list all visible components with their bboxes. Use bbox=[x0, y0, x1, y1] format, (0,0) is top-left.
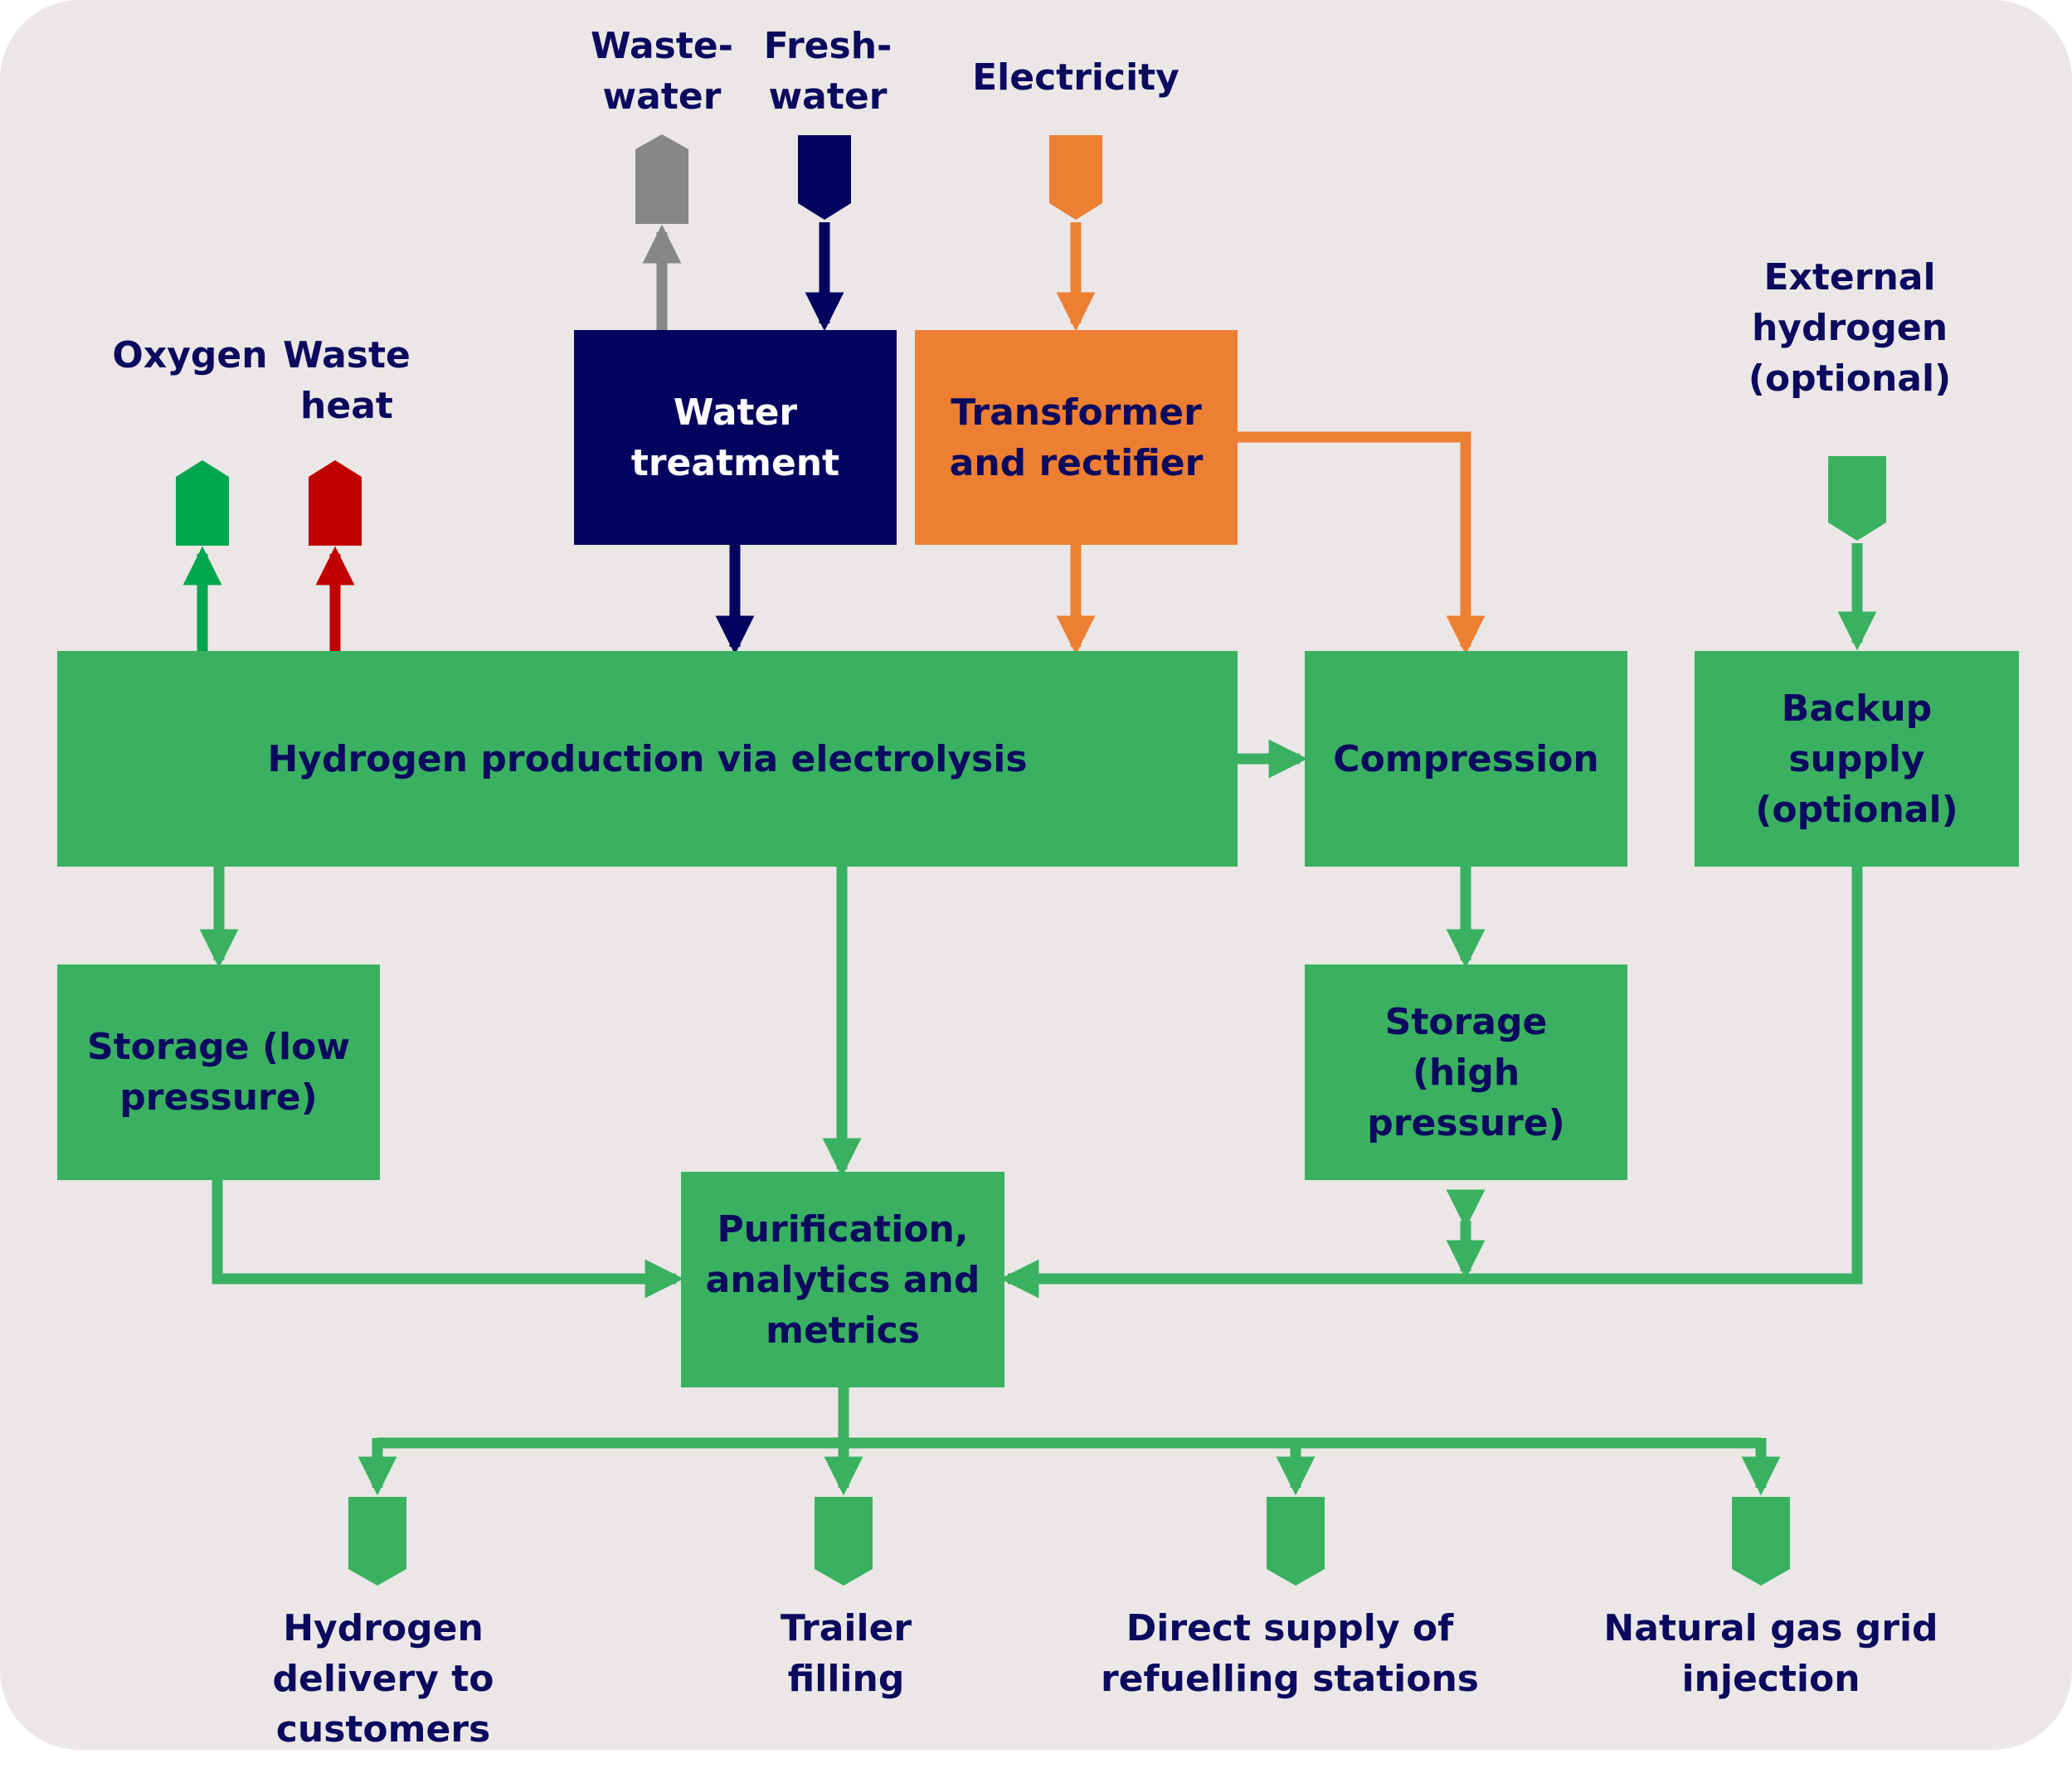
grid-label: Natural gas grid injection bbox=[1603, 1607, 1938, 1700]
storage-low-pressure-box: Storage (low pressure) bbox=[57, 964, 380, 1180]
compression-box: Compression bbox=[1305, 651, 1627, 867]
backup-to-purification-arrow bbox=[1000, 867, 1863, 1299]
refuelling-label: Direct supply of refuelling stations bbox=[1100, 1607, 1479, 1700]
refuelling-tag-icon bbox=[1267, 1497, 1325, 1586]
external-hydrogen-tag-icon bbox=[1828, 456, 1886, 541]
wastewater-tag-icon bbox=[635, 134, 688, 224]
waste-heat-tag-icon bbox=[309, 460, 362, 546]
grid-tag-icon bbox=[1732, 1497, 1790, 1586]
backup-supply-box: Backup supply (optional) bbox=[1695, 651, 2019, 867]
trailer-tag-icon bbox=[815, 1497, 873, 1586]
distribution-trunk bbox=[377, 1387, 1761, 1449]
freshwater-label: Fresh- water bbox=[763, 25, 893, 118]
trailer-label: Trailer filling bbox=[780, 1607, 912, 1700]
oxygen-tag-icon bbox=[176, 460, 229, 546]
electricity-tag-icon bbox=[1049, 135, 1102, 220]
water-treatment-box: Water treatment bbox=[574, 330, 897, 545]
wastewater-label: Waste- water bbox=[591, 25, 733, 118]
storage-low-to-purification-arrow bbox=[212, 1180, 684, 1299]
electricity-label: Electricity bbox=[972, 56, 1179, 99]
waste-heat-label: Waste heat bbox=[283, 334, 411, 427]
electrolysis-box: Hydrogen production via electrolysis bbox=[57, 651, 1238, 867]
transformer-rectifier-box: Transformer and rectifier bbox=[915, 330, 1238, 545]
storage-high-pressure-box: Storage (high pressure) bbox=[1305, 964, 1627, 1180]
oxygen-label: Oxygen bbox=[112, 334, 268, 376]
freshwater-tag-icon bbox=[798, 135, 851, 220]
delivery-label: Hydrogen delivery to customers bbox=[272, 1607, 494, 1751]
delivery-tag-icon bbox=[348, 1497, 406, 1586]
purification-box: Purification, analytics and metrics bbox=[681, 1172, 1004, 1387]
power-to-compression-arrow bbox=[1238, 431, 1486, 655]
external-hydrogen-label: External hydrogen (optional) bbox=[1748, 256, 1952, 400]
